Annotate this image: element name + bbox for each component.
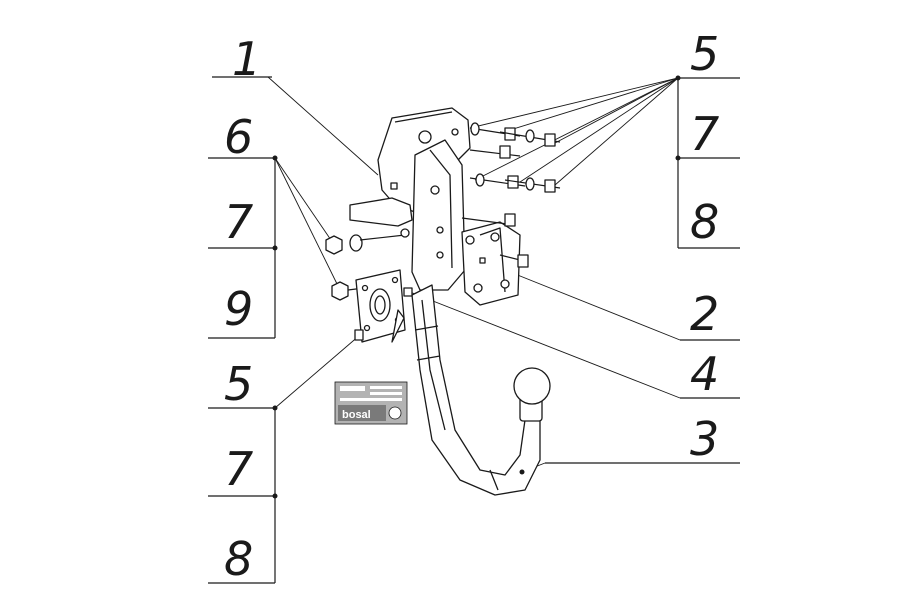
callout-6: 6 [224,110,253,164]
bolt [461,213,516,227]
callout-labels: 1 6 7 9 5 7 8 5 7 8 2 4 3 [224,27,719,586]
socket-plate [354,269,406,343]
callout-1: 1 [232,32,261,86]
callout-9: 9 [224,282,253,336]
callout-7a: 7 [224,195,253,249]
bolts [461,122,561,268]
bolt [469,173,526,189]
tow-ball [513,367,551,405]
side-plate [411,139,466,291]
bolt [499,129,561,147]
callout-8a: 8 [690,195,719,249]
bolt [499,254,529,268]
callout-5a: 5 [690,27,719,81]
callout-3: 3 [690,412,719,466]
callout-7b: 7 [690,107,719,161]
callout-frames [208,75,740,584]
plate-brand: bosal [342,409,371,421]
nut [325,235,343,255]
bolt [469,122,521,141]
nut [331,281,349,301]
bolt [504,177,561,193]
mounting-block [461,221,521,306]
id-plate: bosal [334,381,408,425]
callout-2: 2 [690,287,719,341]
callout-8b: 8 [224,532,253,586]
bolt [469,145,521,159]
tow-hook [403,284,551,496]
callout-4: 4 [690,347,719,401]
callout-7c: 7 [224,442,253,496]
callout-5b: 5 [224,357,253,411]
